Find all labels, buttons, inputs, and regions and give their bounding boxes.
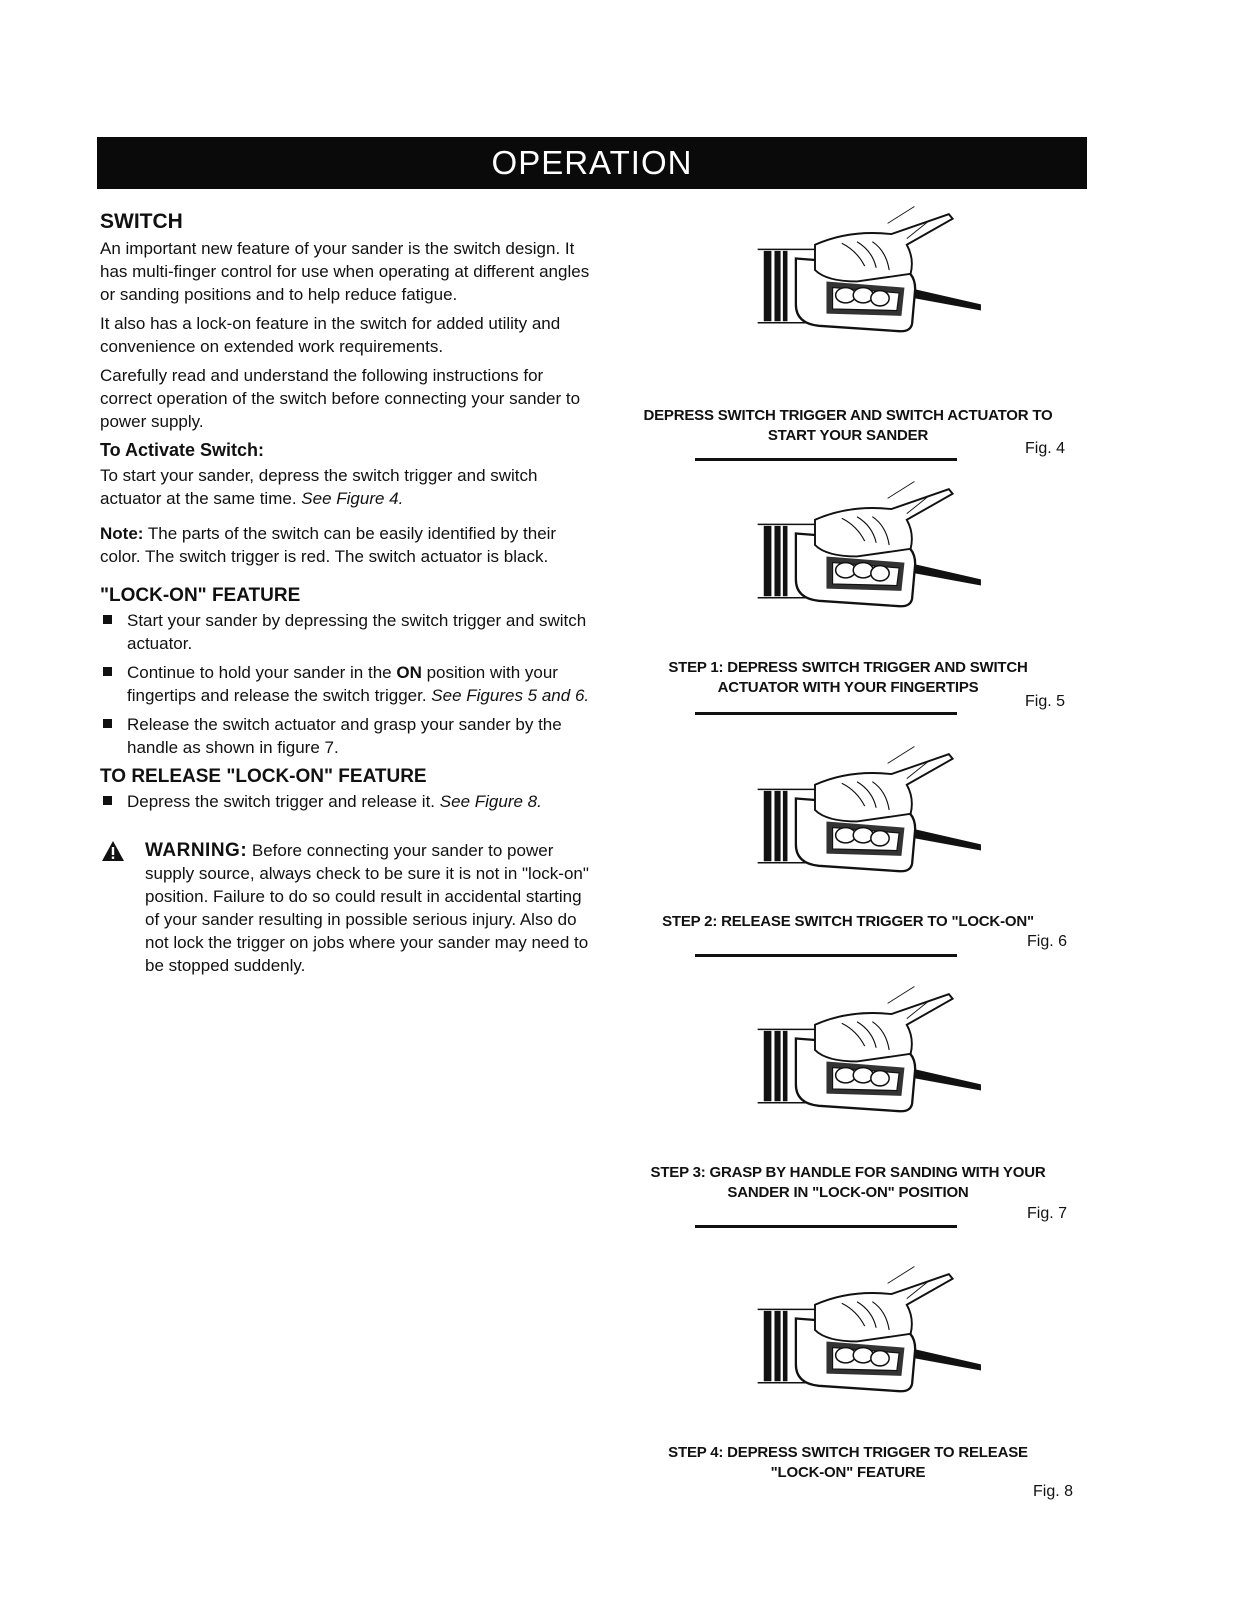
list-item: Start your sander by depressing the swit… [100,609,590,655]
figure-7-label: Fig. 7 [1027,1205,1068,1222]
lock-on-step-2-post: position with your fingertips and releas… [127,663,558,705]
figure-4-label: Fig. 4 [1025,440,1066,457]
activate-switch-heading: To Activate Switch: [100,440,265,460]
list-item: Depress the switch trigger and release i… [100,790,590,813]
caption-line: STEP 1: DEPRESS SWITCH TRIGGER AND SWITC… [668,659,1028,676]
release-steps: Depress the switch trigger and release i… [100,790,590,813]
caption-line: "LOCK-ON" FEATURE [770,1464,926,1481]
caption-line: DEPRESS SWITCH TRIGGER AND SWITCH ACTUAT… [643,407,1053,424]
warning-text: Before connecting your sander to power s… [145,841,589,975]
figure-5-illustration [756,480,983,608]
switch-heading: SWITCH [100,210,183,233]
instructions-column: SWITCH An important new feature of your … [100,210,590,977]
figure-6-label: Fig. 6 [1027,933,1068,950]
figure-8-illustration [756,1265,983,1393]
figure-6-caption: STEP 2: RELEASE SWITCH TRIGGER TO "LOCK-… [618,912,1078,932]
switch-paragraph-2: It also has a lock-on feature in the swi… [100,314,561,356]
lock-on-step-2-pre: Continue to hold your sander in the [127,663,392,682]
note-label: Note: [100,524,144,543]
figure-4-illustration [756,205,983,333]
caption-line: STEP 2: RELEASE SWITCH TRIGGER TO "LOCK-… [662,913,1034,930]
figure-8-caption: STEP 4: DEPRESS SWITCH TRIGGER TO RELEAS… [618,1443,1078,1483]
caption-line: ACTUATOR WITH YOUR FINGERTIPS [717,679,979,696]
figure-6-illustration [756,745,983,873]
figure-reference: See Figure 4. [301,489,404,508]
caption-line: START YOUR SANDER [767,427,929,444]
note-text: The parts of the switch can be easily id… [100,524,557,566]
page-title: OPERATION [491,144,693,181]
figure-7-caption: STEP 3: GRASP BY HANDLE FOR SANDING WITH… [618,1163,1078,1203]
caption-line: STEP 4: DEPRESS SWITCH TRIGGER TO RELEAS… [668,1444,1028,1461]
on-keyword: ON [396,663,422,682]
switch-paragraph-3: Carefully read and understand the follow… [100,366,581,431]
warning-triangle-icon [102,841,124,861]
divider [695,1225,957,1228]
lock-on-steps: Start your sander by depressing the swit… [100,609,590,759]
caption-line: STEP 3: GRASP BY HANDLE FOR SANDING WITH… [650,1164,1046,1181]
section-banner: OPERATION [97,137,1087,189]
lock-on-heading: "LOCK-ON" FEATURE [100,585,301,606]
figure-7-illustration [756,985,983,1113]
figure-reference: See Figure 8. [439,792,542,811]
divider [695,458,957,461]
warning-block: WARNING: Before connecting your sander t… [100,839,590,977]
figure-reference: See Figures 5 and 6. [431,686,590,705]
list-item: Continue to hold your sander in the ON p… [100,661,590,707]
release-step-1: Depress the switch trigger and release i… [127,792,436,811]
activate-text: To start your sander, depress the switch… [100,466,538,508]
note-paragraph: Note: The parts of the switch can be eas… [100,522,590,568]
figure-5-label: Fig. 5 [1025,693,1066,710]
release-lock-on-heading: TO RELEASE "LOCK-ON" FEATURE [100,766,427,787]
activate-switch-text: To start your sander, depress the switch… [100,464,590,510]
figure-5-caption: STEP 1: DEPRESS SWITCH TRIGGER AND SWITC… [618,658,1078,698]
figure-8-label: Fig. 8 [1033,1483,1074,1500]
switch-paragraph-1: An important new feature of your sander … [100,239,590,304]
divider [695,712,957,715]
lock-on-step-3: Release the switch actuator and grasp yo… [127,715,562,757]
lock-on-step-1: Start your sander by depressing the swit… [127,611,587,653]
caption-line: SANDER IN "LOCK-ON" POSITION [727,1184,969,1201]
list-item: Release the switch actuator and grasp yo… [100,713,590,759]
figure-4-caption: DEPRESS SWITCH TRIGGER AND SWITCH ACTUAT… [618,406,1078,446]
warning-label: WARNING: [145,840,248,861]
divider [695,954,957,957]
